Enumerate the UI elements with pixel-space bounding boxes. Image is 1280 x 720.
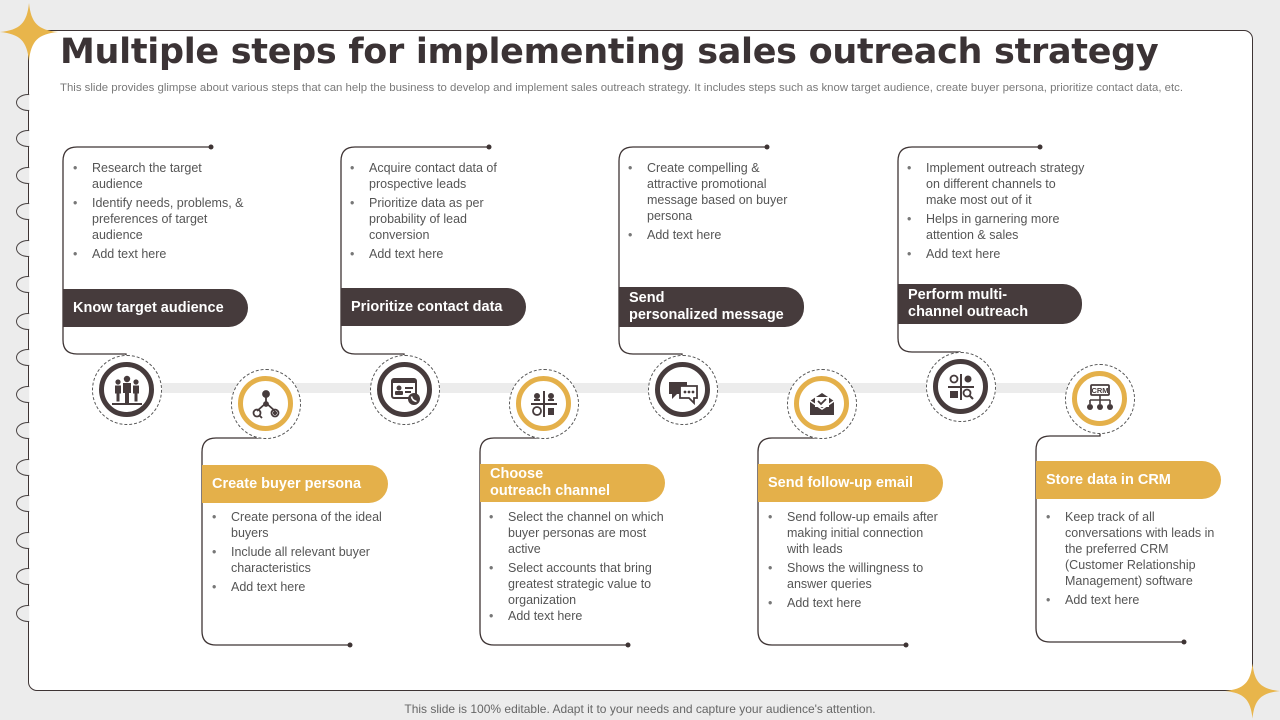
bullet-item: Add text here: [907, 246, 1087, 262]
step-1-bullets: Research the target audience Identify ne…: [73, 160, 253, 265]
step-7-bullets: Implement outreach strategy on different…: [907, 160, 1087, 265]
step-6-bullets: Send follow-up emails after making initi…: [768, 509, 948, 614]
bullet-item: Send follow-up emails after making initi…: [768, 509, 948, 557]
crm-icon-text: CRM: [1091, 386, 1108, 395]
step-5-bullets: Create compelling & attractive promotion…: [628, 160, 808, 246]
step-4-bullets: Select the channel on which buyer person…: [489, 509, 674, 627]
bullet-item: Add text here: [212, 579, 392, 595]
step-2-icon-circle: [231, 369, 301, 439]
footer-note: This slide is 100% editable. Adapt it to…: [404, 702, 876, 716]
step-6-label: Send follow-up email: [758, 464, 943, 502]
channel-grid-icon: [530, 390, 557, 417]
step-1-icon-circle: [92, 355, 162, 425]
bullet-item: Implement outreach strategy on different…: [907, 160, 1087, 208]
bullet-item: Keep track of all conversations with lea…: [1046, 509, 1221, 589]
step-8-icon-circle: CRM: [1065, 364, 1135, 434]
bullet-item: Identify needs, problems, & preferences …: [73, 195, 253, 243]
bullet-item: Select the channel on which buyer person…: [489, 509, 674, 557]
step-4-icon-circle: [509, 369, 579, 439]
bullet-item: Acquire contact data of prospective lead…: [350, 160, 530, 192]
step-3-icon-circle: [370, 355, 440, 425]
crm-icon: CRM: [1086, 383, 1113, 410]
bullet-item: Add text here: [73, 246, 253, 262]
bullet-item: Add text here: [1046, 592, 1221, 608]
people-group-icon: [111, 375, 142, 405]
step-5-icon-circle: [648, 355, 718, 425]
step-8-bullets: Keep track of all conversations with lea…: [1046, 509, 1221, 611]
page-title: Multiple steps for implementing sales ou…: [60, 32, 1159, 72]
bullet-item: Select accounts that bring greatest stra…: [489, 560, 674, 608]
step-2-label: Create buyer persona: [202, 465, 388, 503]
chat-bubbles-icon: [668, 381, 698, 405]
step-4-label: Choose outreach channel: [480, 464, 665, 502]
contact-card-phone-icon: [390, 377, 420, 405]
bullet-item: Shows the willingness to answer queries: [768, 560, 948, 592]
step-2-bullets: Create persona of the ideal buyers Inclu…: [212, 509, 392, 598]
bullet-item: Helps in garnering more attention & sale…: [907, 211, 1087, 243]
step-7-label: Perform multi- channel outreach: [898, 284, 1082, 324]
step-5-label: Send personalized message: [619, 287, 804, 327]
step-7-icon-circle: [926, 352, 996, 422]
step-6-icon-circle: [787, 369, 857, 439]
step-8-label: Store data in CRM: [1036, 461, 1221, 499]
multichannel-search-icon: [947, 373, 974, 400]
sparkle-star-icon: [0, 3, 58, 61]
bullet-item: Create persona of the ideal buyers: [212, 509, 392, 541]
email-envelope-icon: [809, 392, 834, 415]
bullet-item: Add text here: [350, 246, 530, 262]
bullet-item: Add text here: [489, 608, 674, 624]
step-3-label: Prioritize contact data: [341, 288, 526, 326]
persona-network-icon: [252, 389, 279, 419]
page-subtitle: This slide provides glimpse about variou…: [60, 82, 1184, 94]
bullet-item: Prioritize data as per probability of le…: [350, 195, 530, 243]
timeline-bar: [125, 383, 1105, 393]
bullet-item: Add text here: [768, 595, 948, 611]
bullet-item: Create compelling & attractive promotion…: [628, 160, 808, 224]
bullet-item: Research the target audience: [73, 160, 253, 192]
step-3-bullets: Acquire contact data of prospective lead…: [350, 160, 530, 265]
step-1-label: Know target audience: [63, 289, 248, 327]
sparkle-star-icon: [1225, 663, 1280, 719]
bullet-item: Add text here: [628, 227, 808, 243]
bullet-item: Include all relevant buyer characteristi…: [212, 544, 392, 576]
